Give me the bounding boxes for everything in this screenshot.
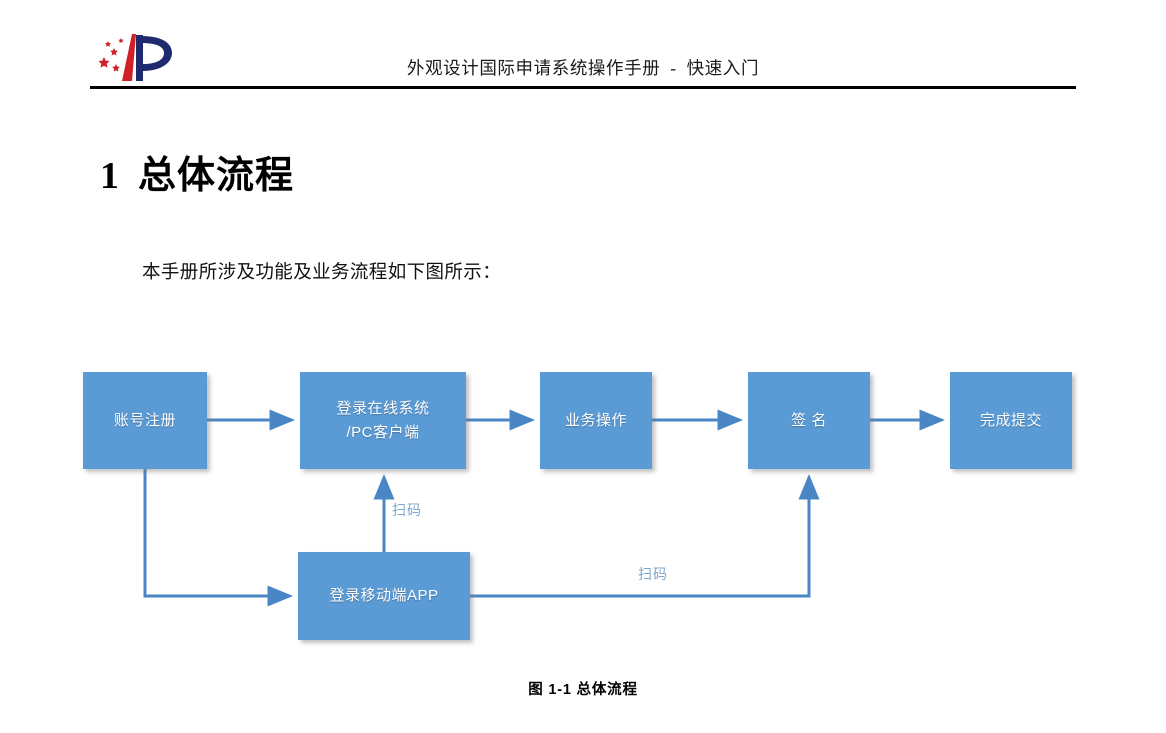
flow-node-business-operation[interactable]: 业务操作 <box>540 372 652 469</box>
connector-mobile-to-sign <box>470 474 820 598</box>
flowchart-figure: 账号注册 登录在线系统 /PC客户端 业务操作 签 名 完成提交 登录移动端AP… <box>0 340 1166 670</box>
cnipa-logo <box>96 31 178 85</box>
section-number: 1 <box>100 155 120 197</box>
section-title: 总体流程 <box>138 155 295 197</box>
edge-label-scan-up: 扫码 <box>392 502 422 518</box>
connector-register-to-mobile <box>143 469 293 607</box>
page-title: 1 总体流程 <box>100 144 294 199</box>
flow-node-login-online-system[interactable]: 登录在线系统 /PC客户端 <box>300 372 466 469</box>
header-title: 外观设计国际申请系统操作手册 - 快速入门 <box>406 58 760 78</box>
page-header: 外观设计国际申请系统操作手册 - 快速入门 <box>0 0 1166 95</box>
figure-caption: 图 1-1 总体流程 <box>528 682 638 698</box>
flow-node-signature[interactable]: 签 名 <box>748 372 870 469</box>
intro-paragraph: 本手册所涉及功能及业务流程如下图所示： <box>142 263 502 283</box>
flow-node-complete-submission[interactable]: 完成提交 <box>950 372 1072 469</box>
flow-node-account-registration[interactable]: 账号注册 <box>83 372 207 469</box>
flowchart-connectors <box>143 409 945 607</box>
edge-label-scan-right: 扫码 <box>638 566 668 582</box>
header-divider <box>90 86 1076 89</box>
flow-node-mobile-app-login[interactable]: 登录移动端APP <box>298 552 470 640</box>
